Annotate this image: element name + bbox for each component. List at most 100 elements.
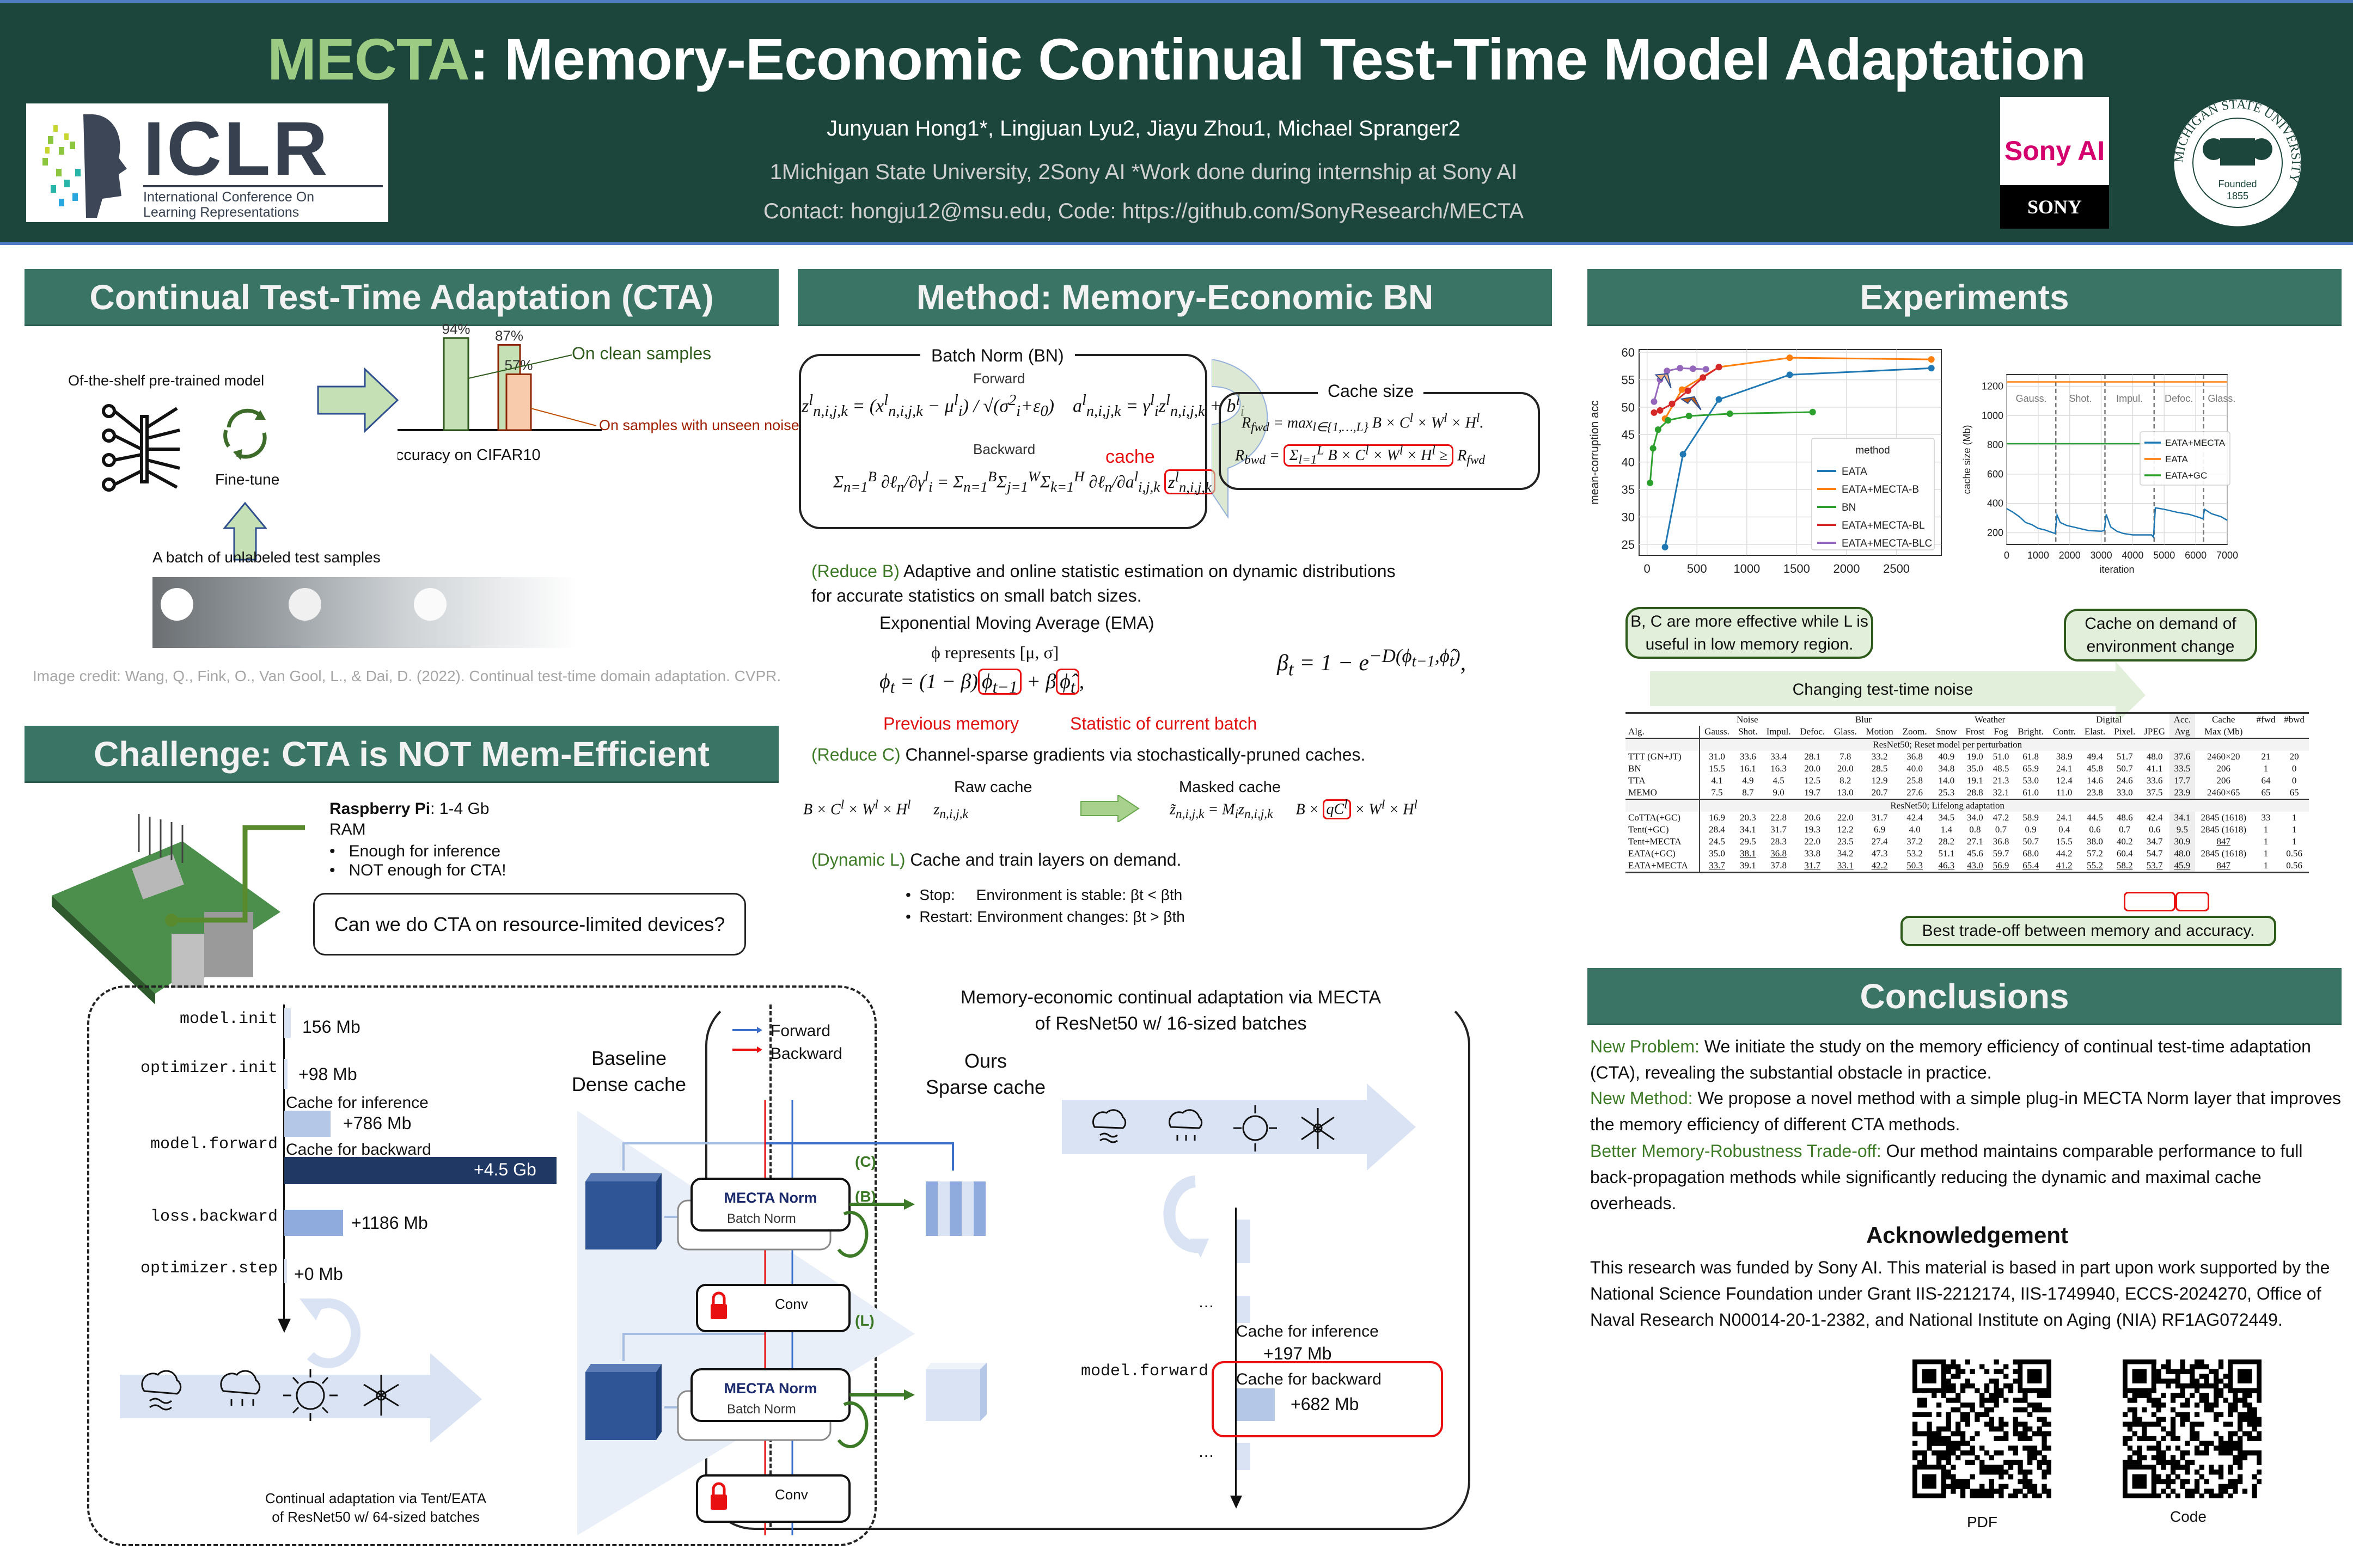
highlight-box: [1212, 1361, 1443, 1437]
x-axis-label: iteration: [2099, 564, 2134, 575]
iclr-subtitle-1: International Conference On: [143, 189, 315, 205]
dense-cache-block-1: [585, 1173, 662, 1250]
fog-cloud-icon: [141, 1370, 182, 1411]
table-cell: 48.6: [2116, 812, 2133, 823]
y-tick-label: 60: [1622, 346, 1635, 359]
profile-bar-label-1: +98 Mb: [298, 1064, 357, 1084]
row-label: EATA(+GC): [1625, 848, 1700, 860]
section-heading-method: Method: Memory-Economic BN: [798, 269, 1552, 326]
table-cell: 2460×65: [2207, 787, 2240, 798]
data-point: [1669, 400, 1676, 407]
table-band-label: ResNet50; Reset model per perturbation: [1699, 738, 2195, 751]
neural-network-icon: [102, 404, 180, 492]
table-cell: 49.4: [2087, 751, 2103, 762]
column-header: JPEG: [2144, 726, 2166, 737]
title-rest: : Memory-Economic Continual Test-Time Mo…: [469, 26, 2086, 92]
table-cell: 12.4: [2056, 775, 2073, 786]
table-cell: 37.2: [1906, 836, 1923, 847]
x-tick-label: 2000: [2059, 550, 2081, 561]
profile-bar-label-0: 156 Mb: [302, 1017, 360, 1037]
data-point: [1702, 366, 1709, 373]
table-cell: 34.7: [2146, 836, 2163, 847]
row-label: MEMO: [1625, 787, 1700, 799]
table-cell: 33.0: [2116, 787, 2133, 798]
mecta-step-forward: model.forward: [1081, 1362, 1209, 1381]
table-cell: 25.3: [1938, 787, 1955, 798]
table-cell: 19.7: [1804, 787, 1821, 798]
tag-dynamic-l: (L): [855, 1312, 875, 1329]
table-cell: 31.7: [1770, 824, 1787, 835]
step-optimizer-init: optimizer.init: [140, 1059, 278, 1077]
table-cell: 9.5: [2169, 824, 2195, 836]
acknowledgement-heading: Acknowledgement: [1866, 1222, 2069, 1248]
table-band-label: ResNet50; Lifelong adaptation: [1699, 799, 2195, 812]
poster-header: MECTA: Memory-Economic Continual Test-Ti…: [0, 0, 2353, 245]
sparse-cache-block: [926, 1181, 986, 1236]
table-cell: 33.1: [1837, 860, 1854, 871]
callout-bcl: B, C are more effective while L is usefu…: [1625, 607, 1873, 659]
qr-code-github[interactable]: [2123, 1359, 2262, 1499]
x-tick-label: 3000: [2091, 550, 2112, 561]
table-cell: 28.4: [1709, 824, 1725, 835]
segment-label: Shot.: [2069, 393, 2092, 404]
segment-label: Gauss.: [2016, 393, 2047, 404]
y-tick-label: 600: [1987, 469, 2003, 480]
table-cell: 19.0: [1967, 751, 1983, 762]
legend-noise-label: On samples with unseen noise: [599, 417, 799, 433]
table-cell: 64: [2261, 775, 2271, 786]
table-cell: 23.9: [2169, 787, 2195, 799]
x-tick-label: 500: [1687, 562, 1707, 575]
raspberry-pi-spec: Raspberry Pi: 1-4 Gb: [329, 800, 490, 818]
y-axis-label: cache size (Mb): [1961, 425, 1972, 494]
table-cell: 35.0: [1709, 848, 1725, 859]
profile-timeline-axis: [283, 1004, 285, 1320]
legend-entry: EATA+MECTA-BL: [1842, 520, 1925, 531]
table-cell: 8.2: [1839, 775, 1851, 786]
table-cell: 57.2: [2087, 848, 2103, 859]
backward-label: Backward: [973, 441, 1036, 457]
table-cell: 46.3: [1938, 860, 1955, 871]
mecta-backward-bar: [1237, 1388, 1275, 1421]
iclr-subtitle-2: Learning Representations: [143, 205, 300, 220]
bullet-cta: • NOT enough for CTA!: [329, 861, 506, 879]
profile-bar-label-5: +0 Mb: [294, 1264, 343, 1284]
table-cell: 1.4: [1940, 824, 1952, 835]
profile-bar-0: [284, 1008, 291, 1038]
loop-arrow-icon: [300, 1298, 361, 1368]
table-cell: 42.2: [1871, 860, 1888, 871]
table-cell: 44.2: [2056, 848, 2073, 859]
column-header: Elast.: [2084, 726, 2106, 737]
column-header: [2279, 726, 2309, 738]
qr-code-pdf[interactable]: [1912, 1359, 2052, 1499]
table-cell: 24.5: [1709, 836, 1725, 847]
rain-cloud-icon: [220, 1370, 261, 1406]
cache-tag: cache: [1105, 446, 1155, 467]
legend-box: [2140, 431, 2230, 486]
segment-label: Glass.: [2208, 393, 2235, 404]
sun-icon: [283, 1369, 338, 1421]
profile-bar-4: [284, 1210, 343, 1236]
data-point: [1651, 398, 1658, 405]
table-cell: 37.8: [1770, 860, 1787, 871]
table-cell: 7.8: [1839, 751, 1851, 762]
table-cell: 11.0: [2056, 787, 2073, 798]
table-cell: 56.9: [1993, 860, 2009, 871]
cta-bar-2: [505, 373, 532, 431]
data-point: [1664, 367, 1671, 375]
table-cell: 12.9: [1871, 775, 1888, 786]
profile-bar-label-3: +4.5 Gb: [474, 1160, 536, 1179]
table-cell: 1: [2291, 824, 2297, 835]
x-tick-label: 0: [1644, 562, 1651, 575]
y-tick-label: 1200: [1982, 381, 2003, 392]
ema-title: Exponential Moving Average (EMA): [879, 613, 1154, 633]
table-cell: 20.7: [1871, 787, 1888, 798]
sony-ai-logo: Sony AI SONY: [2000, 97, 2109, 229]
table-cell: 40.9: [1938, 751, 1955, 762]
beta-equation: βt = 1 − e−D(ϕt−1,ϕ̂t),: [1277, 645, 1466, 680]
data-point: [1647, 479, 1654, 486]
column-header: Max (Mb): [2204, 726, 2243, 737]
table-cell: 35.0: [1967, 763, 1983, 774]
mecta-timeline-arrow-icon: [1230, 1496, 1242, 1509]
column-header: Shot.: [1738, 726, 1758, 737]
